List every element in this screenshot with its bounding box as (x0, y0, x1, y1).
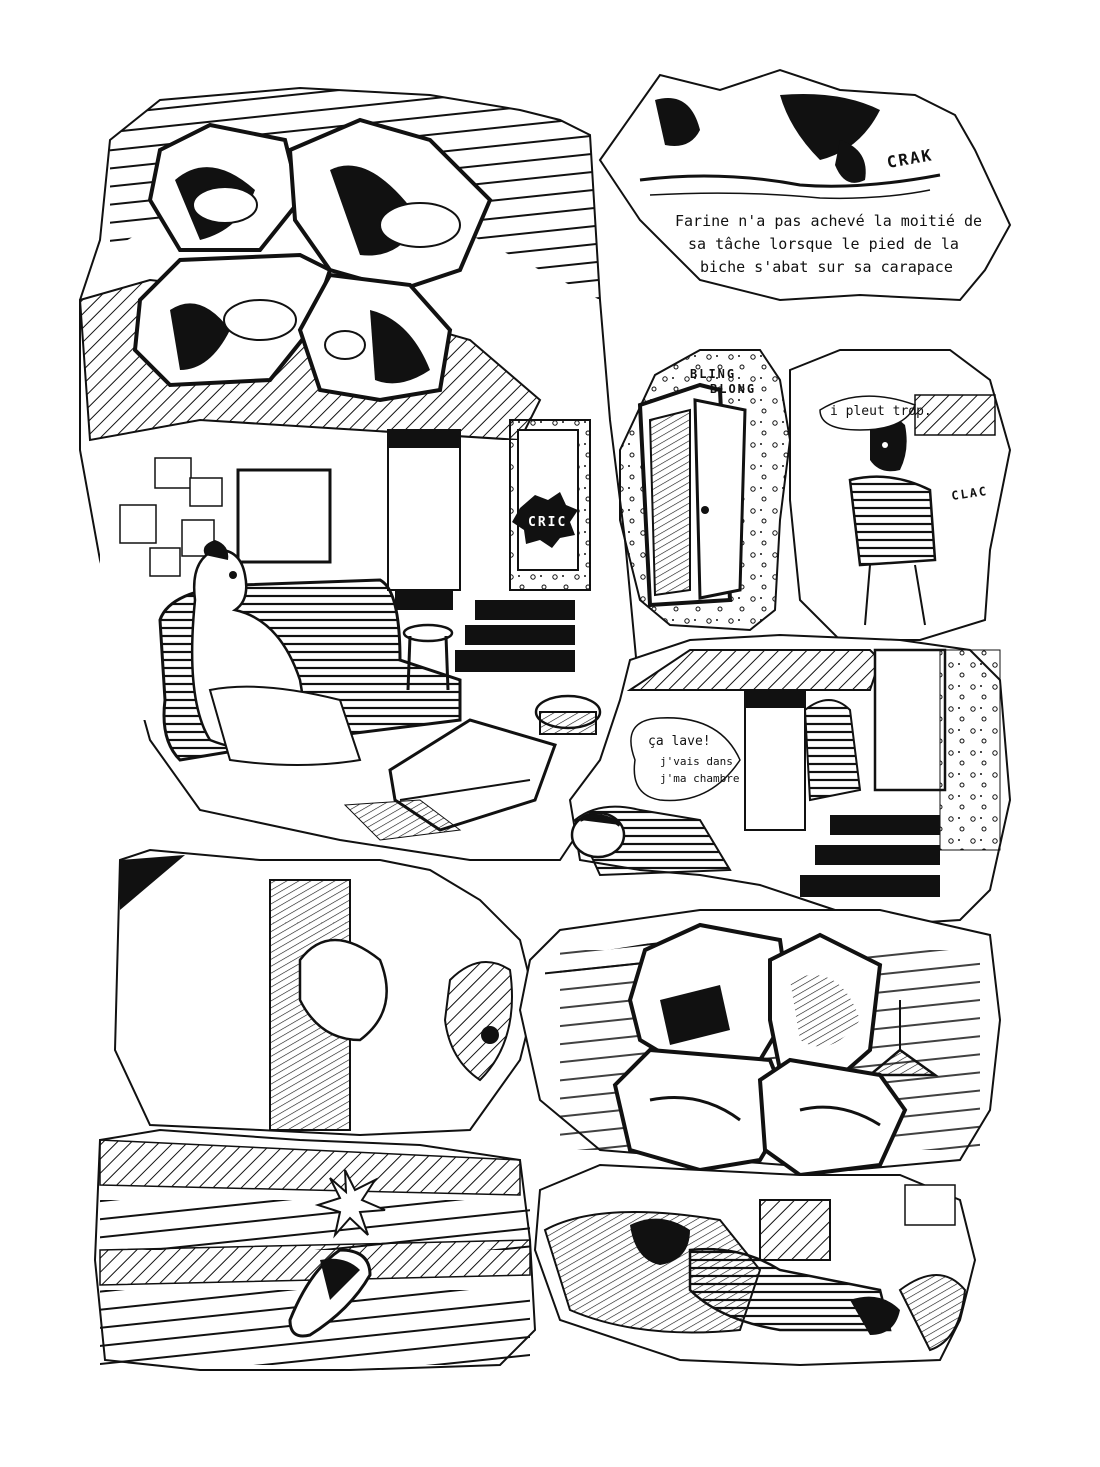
panel-door-opening: BLING BLONG (619, 349, 792, 632)
panel-rain-kid: i pleut trop. CLAC (789, 349, 1012, 641)
panel-door-closeup (113, 848, 537, 1137)
panel-going-to-room: ça lave! j'vais dans j'ma chambre (568, 633, 1012, 927)
panel-shoe-impact (93, 1128, 537, 1371)
speech-pleut-trop: i pleut trop. (830, 404, 932, 419)
panel-crak: CRAK Farine n'a pas achevé la moitié de … (598, 68, 1012, 302)
sfx-bling: BLING (690, 367, 736, 381)
sfx-cric: CRIC (512, 492, 578, 548)
speech-vais-line-2: j'ma chambre (660, 772, 739, 785)
sfx-clac: CLAC (950, 484, 988, 503)
impact-star-icon (314, 1169, 386, 1239)
panel-kid-on-bed (533, 1163, 977, 1367)
inset-hexagons-keyboard (612, 922, 908, 1178)
sfx-cric-text: CRIC (528, 515, 567, 530)
caption-line-2: sa tâche lorsque le pied de la (688, 235, 959, 253)
inset-hexagons-hands (132, 117, 493, 403)
caption-line-3: biche s'abat sur sa carapace (700, 258, 953, 276)
ceiling-lamp-icon (866, 1000, 939, 1077)
sfx-blong: BLONG (710, 382, 756, 396)
caption-line-1: Farine n'a pas achevé la moitié de (675, 212, 982, 230)
speech-vais-line-1: j'vais dans (660, 755, 733, 768)
speech-ca-lave: ça lave! (648, 734, 711, 749)
